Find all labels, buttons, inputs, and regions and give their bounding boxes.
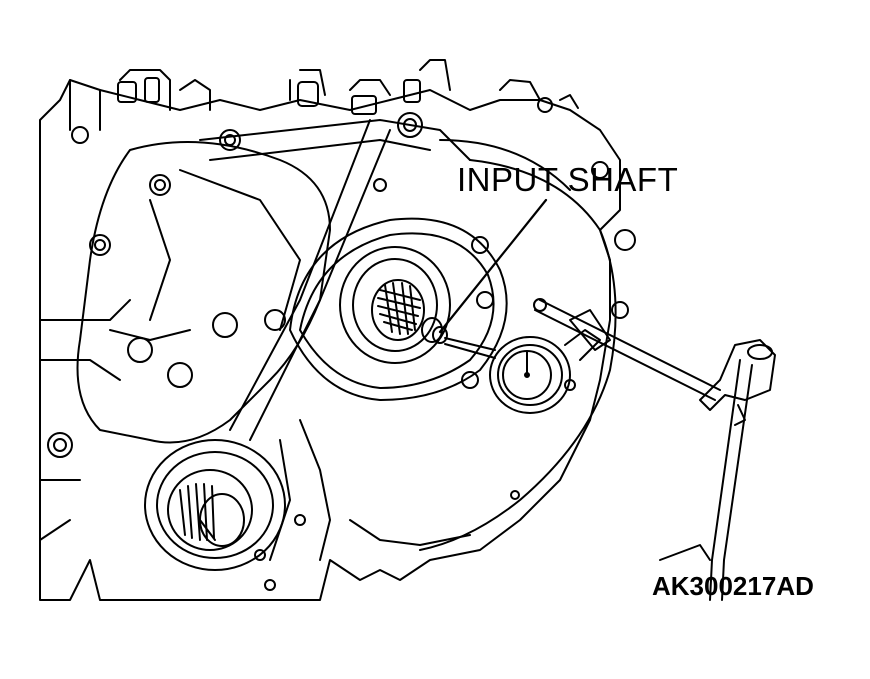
figure-id-label: AK300217AD [652,571,814,601]
callout-leader-line [438,198,548,334]
input-shaft-label: INPUT SHAFT [457,161,679,198]
dial-indicator [444,329,601,414]
differential-seal [144,439,286,571]
input-shaft [339,246,451,364]
transaxle-case [39,59,636,601]
magnetic-stand [533,298,776,601]
